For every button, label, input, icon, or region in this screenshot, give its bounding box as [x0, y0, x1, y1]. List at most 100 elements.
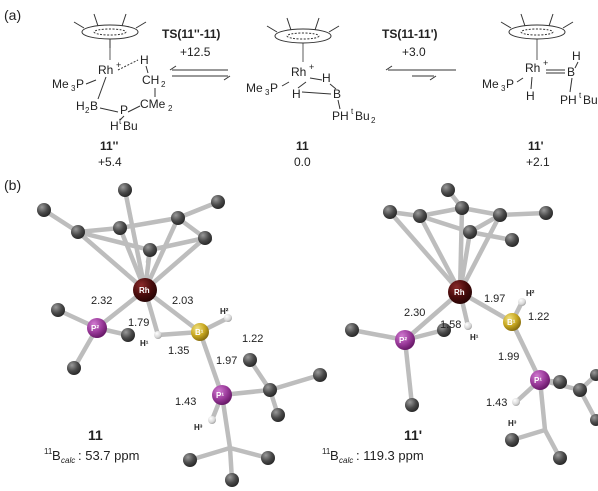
svg-text:t: t: [351, 107, 354, 116]
svg-text:1.58: 1.58: [440, 319, 461, 331]
svg-text:Me: Me: [246, 81, 263, 95]
svg-text:t: t: [579, 91, 582, 100]
compound-11pp-id: 11'': [100, 139, 119, 153]
svg-text:Rh: Rh: [454, 288, 465, 297]
svg-text:CMe: CMe: [140, 97, 166, 111]
svg-text:B¹: B¹: [507, 318, 516, 327]
svg-text:1.22: 1.22: [242, 333, 263, 345]
svg-text:+: +: [309, 62, 314, 72]
svg-text:H²: H²: [220, 307, 229, 316]
svg-text:PH: PH: [560, 93, 577, 107]
h3-atom: [208, 416, 216, 424]
panel-a-label: (a): [4, 7, 21, 23]
svg-text:3: 3: [501, 84, 506, 93]
svg-text:B¹: B¹: [195, 328, 204, 337]
svg-text:B: B: [333, 87, 341, 101]
svg-text:H: H: [76, 99, 85, 113]
svg-text:calc: calc: [339, 456, 353, 465]
svg-text:11: 11: [322, 447, 331, 456]
svg-text:2.32: 2.32: [91, 295, 112, 307]
svg-text:H: H: [572, 49, 581, 63]
svg-text:P: P: [76, 77, 84, 91]
cp-ring-left: [73, 13, 147, 60]
model-11p: Rh P² B¹ P¹ H¹ H² H³ 2.30 1.97 1.58 1.22…: [322, 183, 598, 465]
b1-atom: [191, 323, 209, 341]
svg-text:1.97: 1.97: [484, 293, 505, 305]
svg-text:H: H: [140, 53, 149, 67]
model-11-shift: 11 B calc : 53.7 ppm: [44, 447, 139, 465]
svg-text:2.03: 2.03: [172, 295, 193, 307]
svg-text:P: P: [120, 103, 128, 117]
compound-11p-energy: +2.1: [526, 155, 550, 169]
svg-text:1.79: 1.79: [128, 317, 149, 329]
svg-text:Rh: Rh: [291, 65, 306, 79]
svg-text:H³: H³: [508, 419, 517, 428]
svg-text:CH: CH: [142, 73, 159, 87]
svg-text:1.97: 1.97: [216, 355, 237, 367]
svg-text:P²: P²: [91, 324, 99, 333]
svg-text:Rh: Rh: [139, 286, 150, 295]
svg-text:Bu: Bu: [123, 119, 138, 133]
structure-11: Rh + Me 3 P H H B PH t Bu 2 11 0.0: [246, 62, 376, 169]
svg-text:1.43: 1.43: [486, 397, 507, 409]
svg-text:H: H: [110, 119, 119, 133]
svg-text:3: 3: [71, 84, 76, 93]
rh-atom: [133, 278, 157, 302]
svg-text:H: H: [526, 89, 535, 103]
svg-text:+3.0: +3.0: [402, 45, 426, 59]
svg-text:TS(11-11'): TS(11-11'): [382, 27, 438, 41]
svg-text:P: P: [270, 81, 278, 95]
model-11p-id: 11': [404, 427, 422, 443]
model-11p-shift: 11 B calc : 119.3 ppm: [322, 447, 424, 465]
h1-atom: [464, 322, 472, 330]
svg-text:+: +: [543, 58, 548, 68]
compound-11-energy: 0.0: [294, 155, 311, 169]
cp-ring-right: [500, 13, 574, 60]
svg-text:1.22: 1.22: [528, 311, 549, 323]
b1-atom: [503, 313, 521, 331]
h1-atom: [154, 331, 162, 339]
svg-text:H¹: H¹: [470, 333, 479, 342]
svg-text:TS(11''-11): TS(11''-11): [162, 27, 220, 41]
svg-text:1.35: 1.35: [168, 345, 189, 357]
compound-11-id: 11: [296, 139, 309, 153]
svg-text:H: H: [292, 87, 301, 101]
svg-text:2.30: 2.30: [404, 307, 425, 319]
svg-text:1.43: 1.43: [175, 396, 196, 408]
svg-text:Rh: Rh: [525, 61, 540, 75]
svg-text:B: B: [330, 448, 339, 463]
svg-text:Me: Me: [482, 77, 499, 91]
model-11-id: 11: [88, 427, 103, 443]
p1-atom: [212, 385, 232, 405]
rh-atom: [448, 280, 472, 304]
structure-11pp: Rh + Me 3 P H CH 2 H 2 B P CMe 2 H t Bu …: [52, 53, 173, 169]
svg-text:t: t: [119, 117, 122, 126]
svg-text:H: H: [322, 71, 331, 85]
cp-ring-center: [266, 17, 340, 62]
svg-text:2: 2: [168, 104, 173, 113]
model-11: Rh P² B¹ P¹ H¹ H² H³ 2.32 2.03 1.79 1.22…: [37, 183, 327, 487]
svg-text:PH: PH: [332, 109, 349, 123]
svg-text:2: 2: [161, 80, 166, 89]
compound-11p-id: 11': [528, 139, 544, 153]
svg-text:P¹: P¹: [216, 391, 224, 400]
svg-text:Me: Me: [52, 77, 69, 91]
structure-11p: Rh + Me 3 P H B H PH t Bu 11' +2.1: [482, 49, 598, 169]
equilibrium-arrows-left: TS(11''-11) +12.5: [162, 27, 231, 81]
p2-atom: [87, 318, 107, 338]
svg-text:3: 3: [265, 88, 270, 97]
svg-text:Bu: Bu: [583, 93, 598, 107]
p1-atom: [530, 370, 550, 390]
svg-text:P: P: [506, 77, 514, 91]
svg-text:Bu: Bu: [355, 109, 370, 123]
svg-text:B: B: [567, 65, 575, 79]
svg-text:B: B: [52, 448, 61, 463]
svg-text:H²: H²: [526, 289, 535, 298]
svg-text:H¹: H¹: [140, 339, 149, 348]
svg-text:P¹: P¹: [534, 376, 542, 385]
panel-b-label: (b): [4, 177, 21, 193]
svg-text:+12.5: +12.5: [180, 45, 211, 59]
equilibrium-arrows-right: TS(11-11') +3.0: [382, 27, 456, 81]
svg-text:11: 11: [44, 447, 53, 456]
